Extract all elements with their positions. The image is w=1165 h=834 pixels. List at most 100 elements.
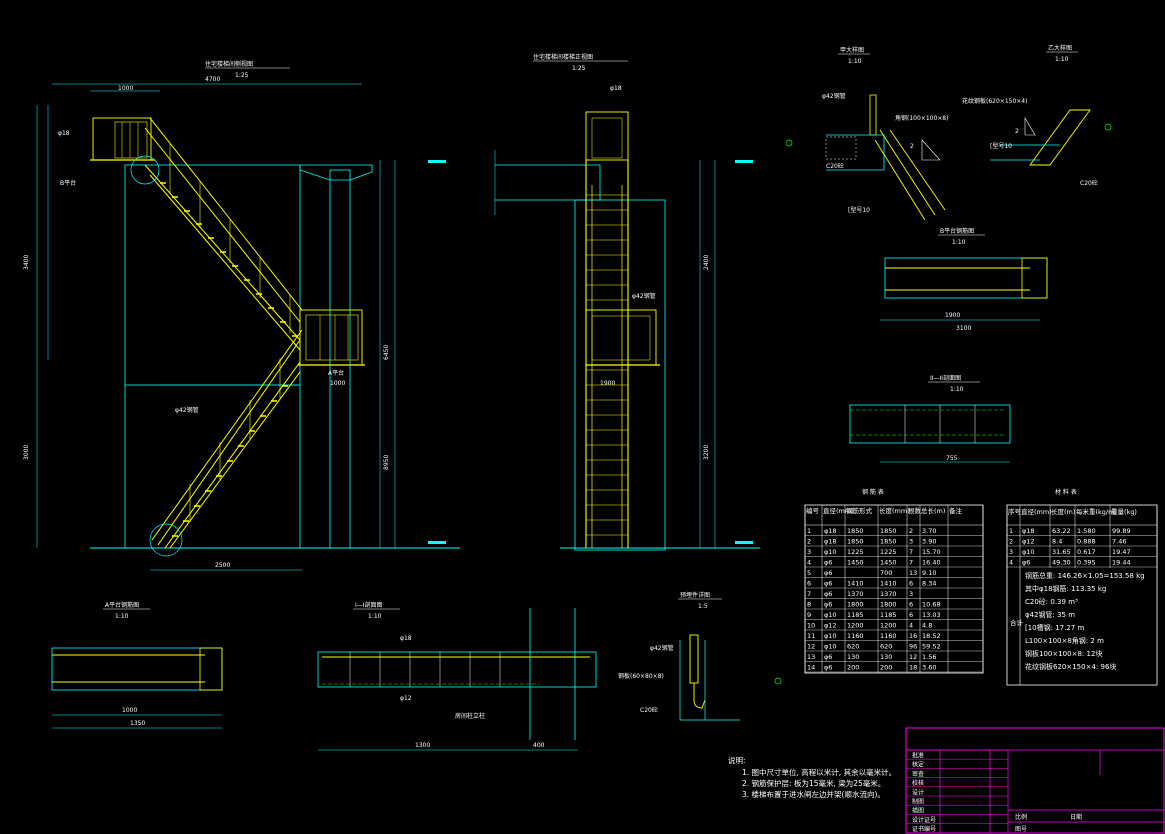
- platform-b-title: B平台钢筋图: [940, 227, 974, 235]
- rebar-cell: 14: [807, 664, 815, 672]
- material-header-cell: 长度(m): [1051, 507, 1075, 516]
- rebar-cell: 10.68: [922, 601, 941, 609]
- rebar-cell: 4: [909, 622, 913, 630]
- dim-3000: 3000: [23, 445, 30, 460]
- material-cell: φ10: [1022, 548, 1035, 556]
- material-cell: 19.47: [1112, 548, 1131, 556]
- rebar-cell: 1450: [880, 559, 897, 567]
- material-header-cell: 每米重(kg/m): [1076, 507, 1117, 516]
- material-cell: 99.89: [1112, 527, 1131, 535]
- material-cell: 0.395: [1077, 559, 1096, 567]
- rebar-cell: 1800: [880, 601, 897, 609]
- tb-num: 图号: [1015, 826, 1027, 833]
- platform-b-dim: 1900: [945, 312, 960, 319]
- note-3: 3. 楼梯布置于进水闸左边并架(顺水流向)。: [742, 789, 885, 799]
- rebar-cell: 6: [909, 601, 913, 609]
- material-header-cell: 序号: [1008, 507, 1022, 516]
- rebar-cell: 5: [807, 569, 811, 577]
- rebar-cell: 1850: [847, 527, 864, 535]
- notes-heading: 说明:: [728, 755, 746, 765]
- rebar-cell: φ18: [824, 538, 837, 546]
- material-summary-line: L100×100×8角钢: 2 m: [1025, 636, 1104, 645]
- detail-b-checkered: 花纹钢板(620×150×4): [962, 97, 1027, 105]
- rebar-cell: 1160: [847, 632, 864, 640]
- rebar-cell: φ10: [824, 611, 837, 619]
- rebar-cell: 3: [909, 590, 913, 598]
- tb-ratio: 比例: [1015, 813, 1027, 821]
- rebar-header-cell: 直径(mm): [823, 506, 854, 515]
- side-view-scale: 1:25: [235, 72, 249, 79]
- section-1-wall: 房间柱立柱: [455, 712, 485, 720]
- label-pipe42-front: φ42钢管: [632, 292, 656, 300]
- section-1: I—I剖面图 1:10 φ18 φ12 房间柱立柱 1300 400: [317, 601, 597, 751]
- rebar-cell: 11: [807, 632, 815, 640]
- rebar-cell: 1200: [880, 622, 897, 630]
- dim-6450: 6450: [383, 345, 390, 360]
- rebar-cell: φ6: [824, 664, 832, 672]
- rebar-cell: 59.52: [922, 643, 941, 651]
- svg-text:2: 2: [910, 143, 914, 150]
- front-view-scale: 1:25: [572, 65, 586, 72]
- rebar-cell: φ18: [824, 527, 837, 535]
- rebar-header-cell: 长度(mm): [879, 506, 910, 515]
- material-cell: 2: [1009, 538, 1013, 546]
- rebar-cell: 2: [807, 538, 811, 546]
- rebar-cell: 1185: [847, 611, 864, 619]
- title-block-label: 设计: [912, 788, 924, 796]
- dim-3400: 3400: [23, 255, 30, 270]
- rebar-cell: 1450: [847, 559, 864, 567]
- material-cell: 0.617: [1077, 548, 1096, 556]
- rebar-cell: 18: [909, 664, 917, 672]
- rebar-cell: 1225: [880, 548, 897, 556]
- detail-a-scale: 1:10: [848, 58, 862, 65]
- material-header-cell: 重量(kg): [1111, 508, 1137, 516]
- side-view-title: 住宅楼梯间侧视图: [205, 60, 253, 68]
- rebar-cell: 1370: [847, 590, 864, 598]
- rebar-cell: 1160: [880, 632, 897, 640]
- rebar-cell: φ12: [824, 622, 837, 630]
- rebar-header-cell: 总长(m): [921, 506, 945, 515]
- dim-1000: 1000: [118, 85, 133, 92]
- rebar-cell: 3: [807, 548, 811, 556]
- rebar-cell: 700: [880, 569, 892, 577]
- rebar-cell: 16: [909, 632, 917, 640]
- front-view-title: 住宅楼梯间楼梯正视图: [533, 53, 593, 61]
- title-block-label: 审查: [912, 770, 924, 778]
- rebar-cell: 1410: [847, 580, 864, 588]
- rebar-cell: φ10: [824, 643, 837, 651]
- material-table-title: 材 料 表: [1055, 488, 1077, 496]
- front-view: 住宅楼梯间楼梯正视图 1:25 2400 3200: [494, 53, 760, 551]
- section-1-dim: 1300: [415, 742, 430, 749]
- section-1-phi18: φ18: [400, 635, 412, 642]
- embed-pipe: φ42钢管: [650, 644, 674, 652]
- label-platform-b: B平台: [60, 179, 76, 187]
- detail-a-c20: C20砼: [826, 162, 844, 170]
- notes: 说明: 1. 图中尺寸单位, 高程以米计, 其余以毫米计。 2. 钢筋保护层: …: [728, 755, 896, 799]
- label-phi18-top: φ18: [58, 130, 70, 137]
- embed-detail: 预埋件详图 1:5 φ42钢管 钢板(60×80×8) C20砼: [618, 591, 782, 721]
- platform-a-scale: 1:10: [115, 613, 129, 620]
- title-block-label: 证书编号: [912, 825, 936, 833]
- title-block-label: 核定: [912, 761, 924, 769]
- section-1-title: I—I剖面图: [355, 601, 383, 609]
- rebar-cell: 6: [807, 580, 811, 588]
- rebar-cell: 3.60: [922, 664, 936, 672]
- rebar-cell: 1225: [847, 548, 864, 556]
- dim-8950: 8950: [383, 455, 390, 470]
- rebar-cell: 1850: [880, 538, 897, 546]
- rebar-cell: φ6: [824, 601, 832, 609]
- rebar-cell: 1: [807, 527, 811, 535]
- dim-2500: 2500: [215, 562, 230, 569]
- rebar-cell: 620: [880, 643, 892, 651]
- detail-b-channel: [型号10: [990, 142, 1012, 150]
- rebar-cell: 1370: [880, 590, 897, 598]
- material-summary-line: 其中φ18钢筋: 113.35 kg: [1025, 584, 1106, 593]
- rebar-cell: φ6: [824, 653, 832, 661]
- side-view: 住宅楼梯间侧视图 1:25 4700 1000 3400 3000 6450 8…: [23, 60, 460, 571]
- rebar-table-title: 钢 筋 表: [862, 488, 884, 496]
- rebar-cell: 1.56: [922, 653, 936, 661]
